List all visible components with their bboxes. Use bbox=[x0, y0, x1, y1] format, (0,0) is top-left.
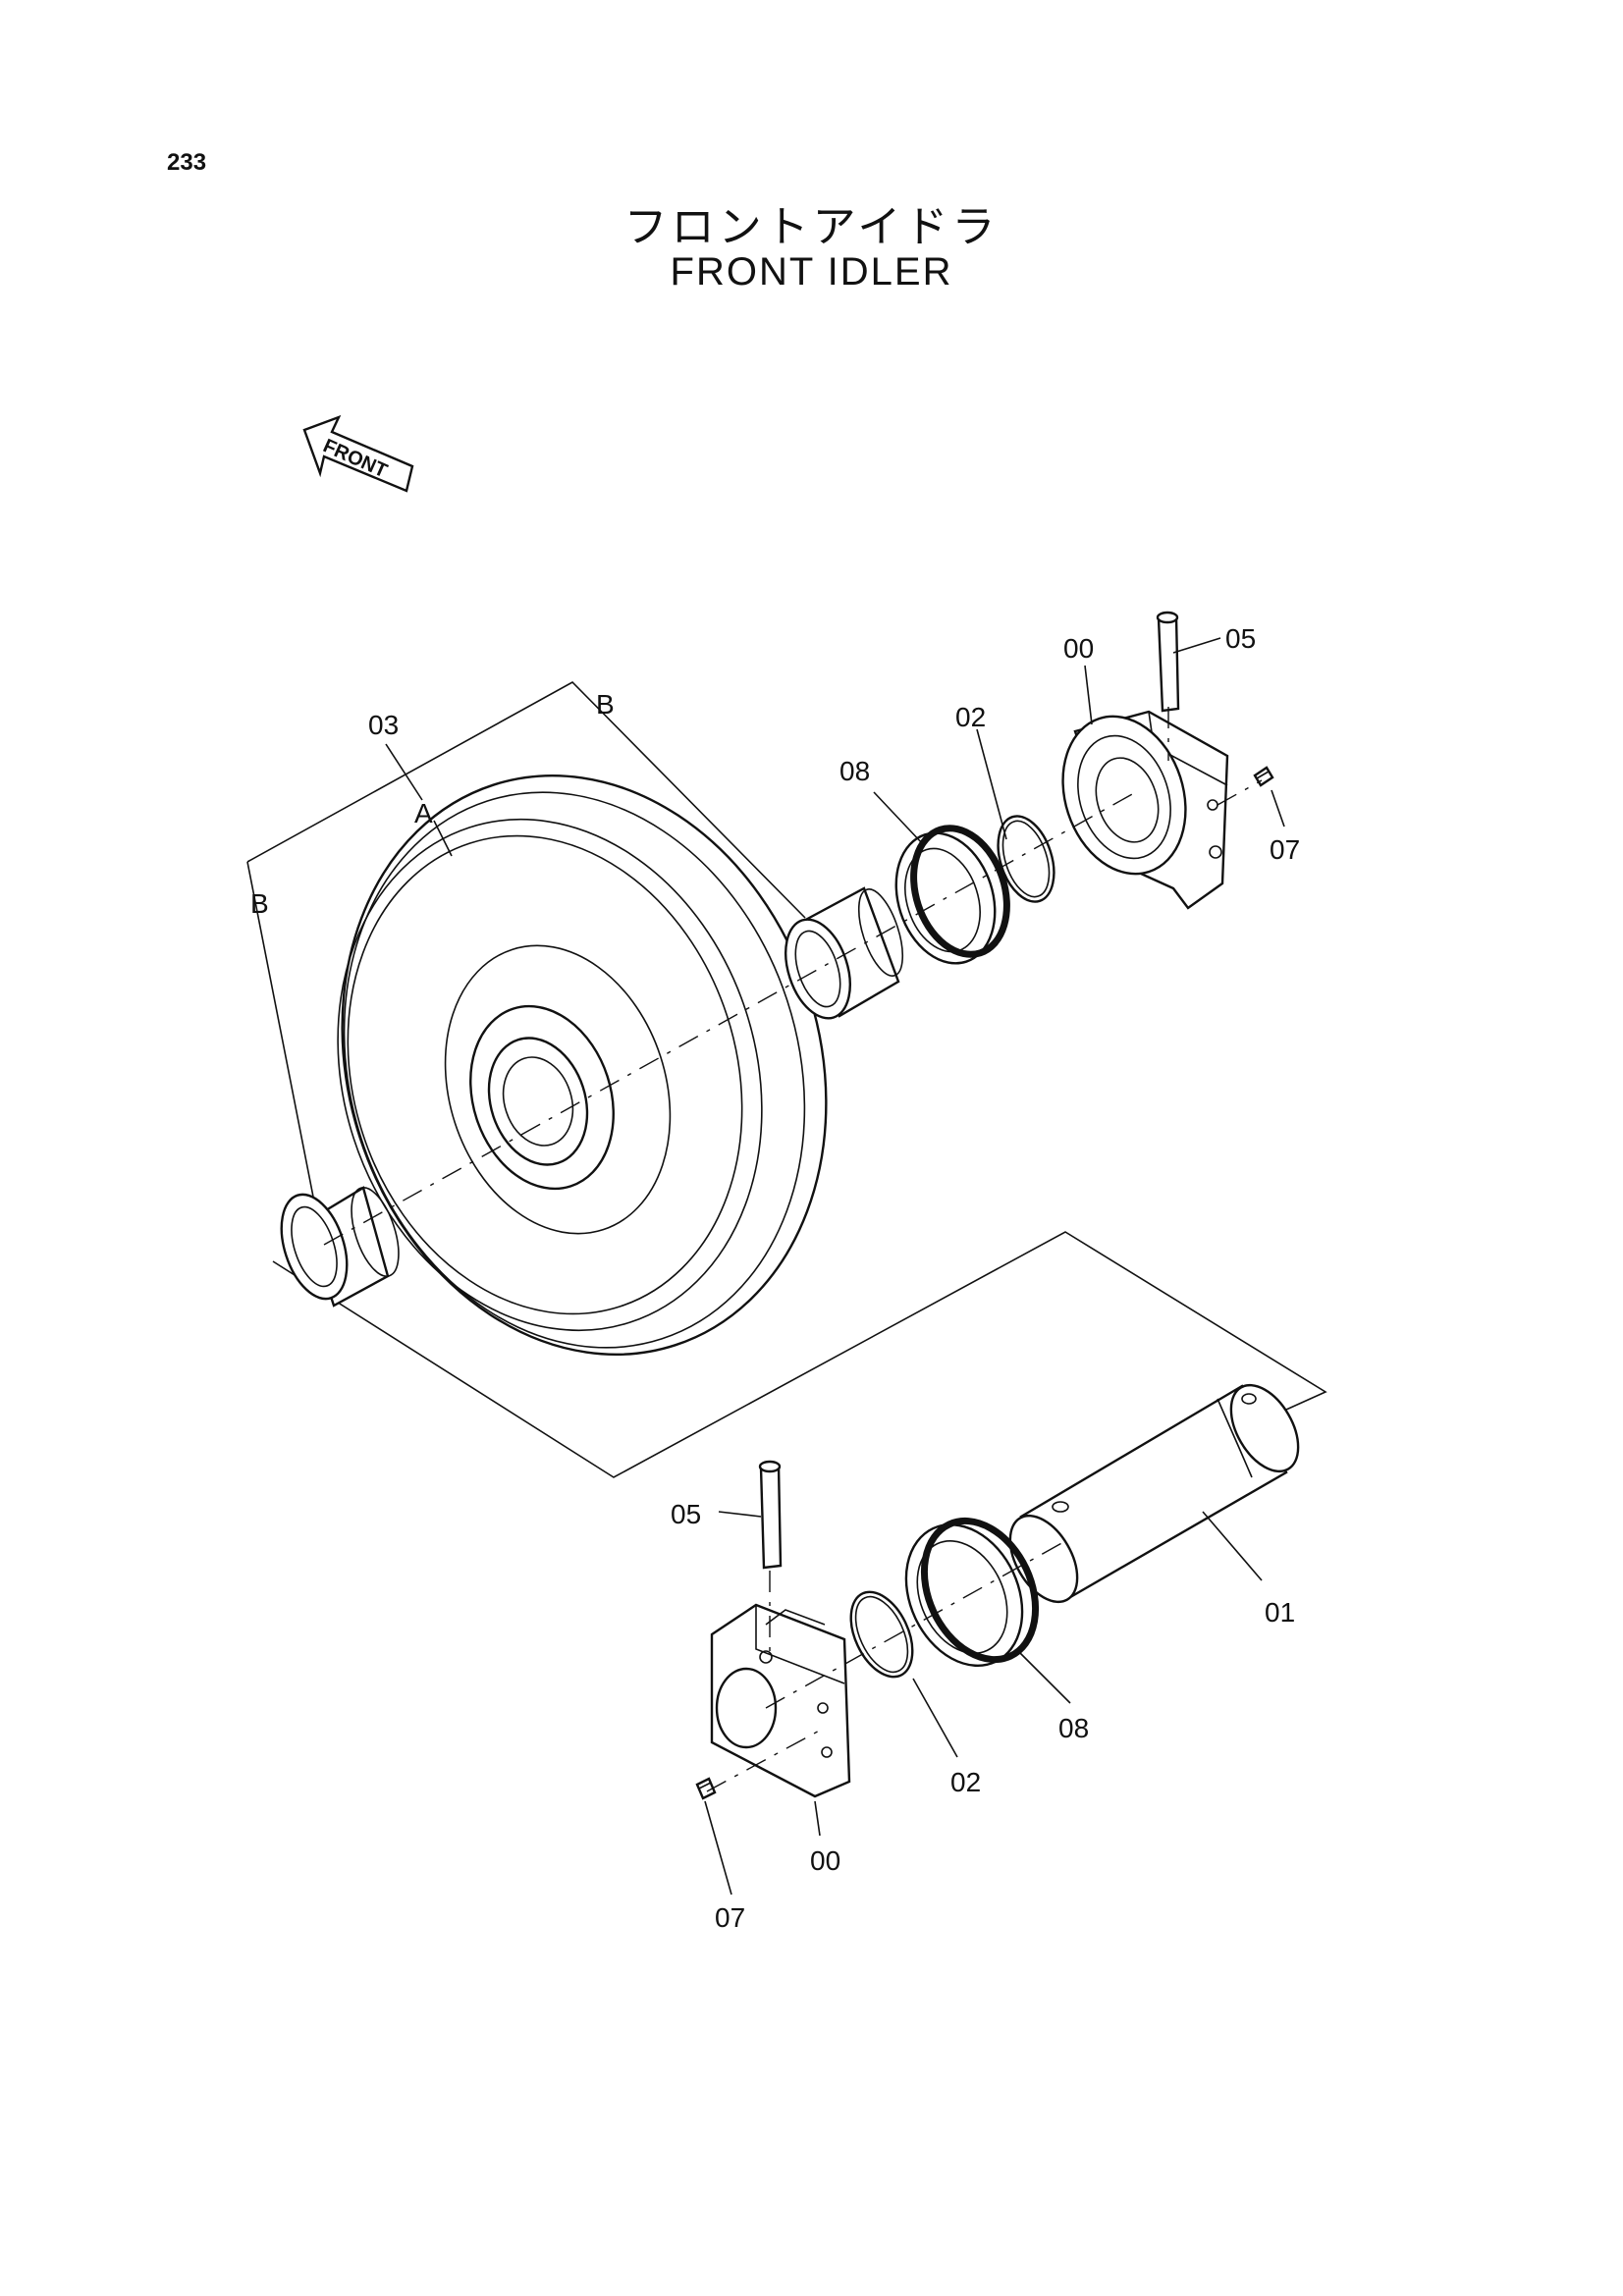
callout-seal-bottom: 08 bbox=[1058, 1713, 1089, 1743]
callout-shaft: 01 bbox=[1265, 1597, 1295, 1628]
shaft bbox=[1008, 1383, 1300, 1604]
callout-pin-bottom: 05 bbox=[671, 1499, 701, 1529]
page-number: 233 bbox=[167, 149, 207, 176]
callout-marker-a: A bbox=[414, 798, 433, 828]
lower-screw bbox=[695, 1777, 717, 1800]
callout-screw-bottom: 07 bbox=[715, 1902, 745, 1933]
upper-seal bbox=[894, 825, 1010, 965]
leader-lines bbox=[385, 637, 1285, 1896]
callout-marker-b-left: B bbox=[250, 888, 269, 919]
callout-screw-top: 07 bbox=[1270, 834, 1300, 865]
callout-housing-top: 00 bbox=[1063, 633, 1094, 664]
idler-wheel bbox=[337, 774, 828, 1356]
front-arrow-icon: FRONT bbox=[302, 414, 414, 493]
callout-idler-wheel: 03 bbox=[368, 710, 399, 740]
title-english: FRONT IDLER bbox=[670, 250, 953, 294]
callout-marker-b-top: B bbox=[596, 689, 615, 720]
callout-pin-top: 05 bbox=[1225, 623, 1256, 654]
lower-housing bbox=[710, 1603, 851, 1798]
callout-oring-top: 02 bbox=[955, 702, 986, 732]
upper-pin bbox=[1156, 611, 1180, 713]
title-japanese: フロントアイドラ bbox=[623, 202, 1000, 252]
callout-labels: 00 05 02 08 07 03 A B B 05 01 08 02 00 0… bbox=[250, 623, 1300, 1933]
upper-oring bbox=[997, 815, 1055, 903]
center-lines bbox=[323, 707, 1263, 1792]
assembly-bracket bbox=[246, 681, 1327, 1478]
callout-housing-bottom: 00 bbox=[810, 1845, 840, 1876]
lower-oring bbox=[849, 1590, 914, 1679]
upper-housing bbox=[1061, 710, 1229, 910]
callout-oring-bottom: 02 bbox=[950, 1767, 981, 1797]
lower-seal bbox=[904, 1517, 1040, 1668]
left-bushing bbox=[280, 1186, 400, 1308]
lower-pin bbox=[758, 1460, 783, 1570]
callout-seal-top: 08 bbox=[839, 756, 870, 786]
